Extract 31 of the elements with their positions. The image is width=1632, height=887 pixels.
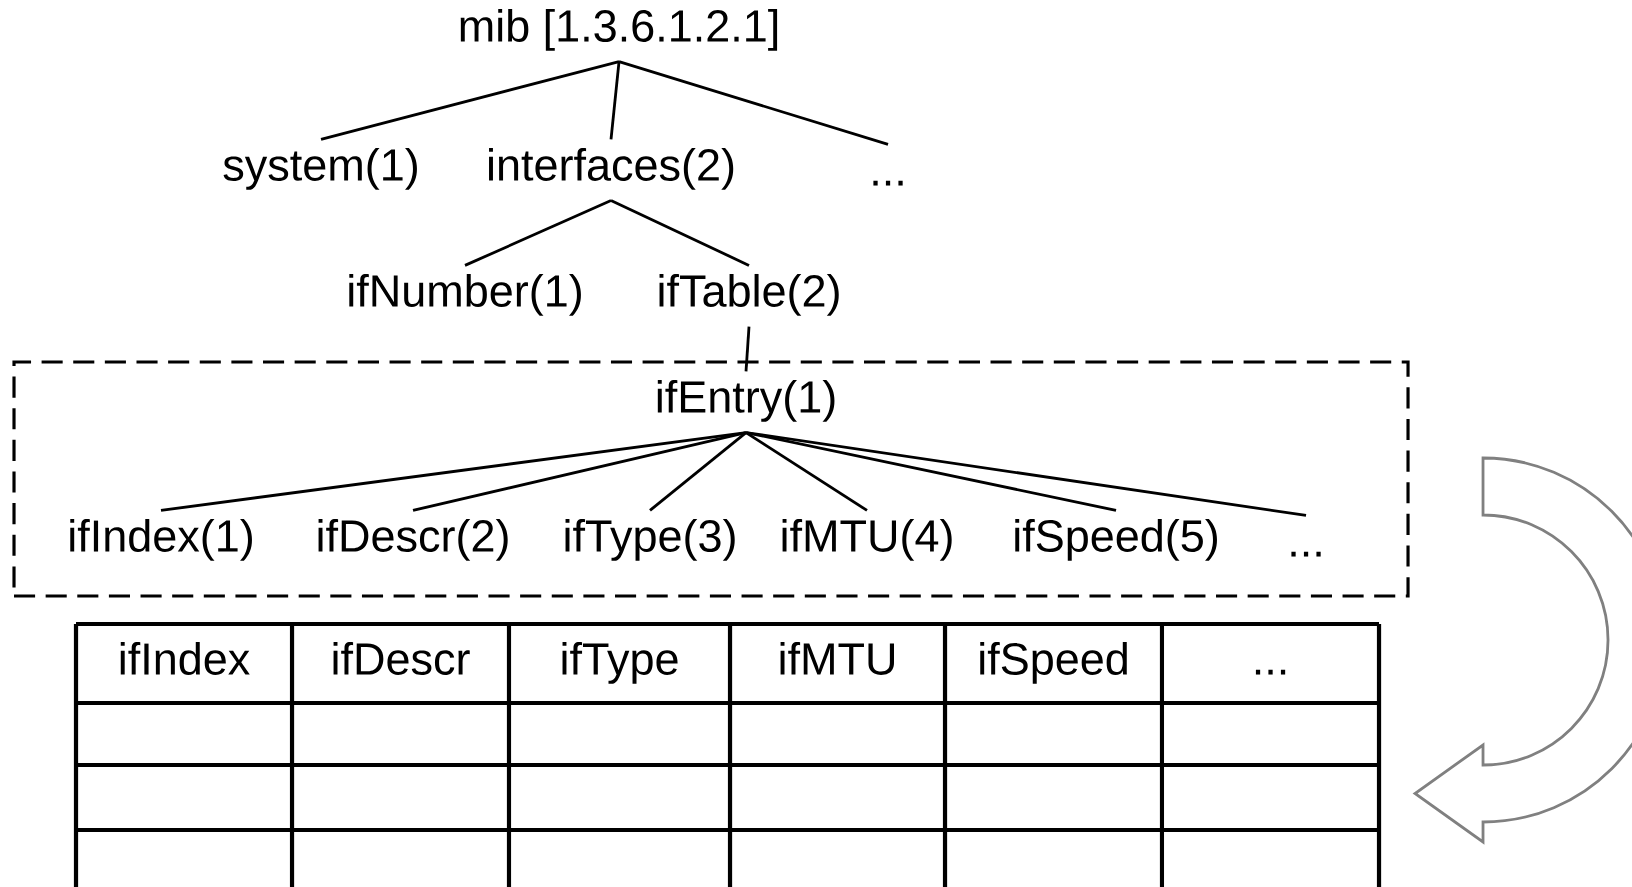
tree-line <box>610 199 750 267</box>
tree-node-label: ifSpeed(5) <box>1015 518 1217 561</box>
tree-node-label: interfaces(2) <box>489 147 734 190</box>
tree-line <box>160 431 747 512</box>
tree-line <box>649 431 747 512</box>
tree-line <box>412 431 747 512</box>
tree-node-label: ifEntry(1) <box>657 379 835 422</box>
table-header-cell: ... <box>1255 669 1286 675</box>
tree-line <box>464 199 612 267</box>
tree-line <box>745 431 868 512</box>
tree-node-label: ifNumber(1) <box>349 273 581 316</box>
tree-line <box>618 60 889 146</box>
tree-node-label: ifDescr(2) <box>318 518 508 561</box>
tree-node-label: ifMTU(4) <box>782 518 952 561</box>
tree-node-label: ifType(3) <box>565 518 735 561</box>
dashed-group-box <box>12 360 1410 598</box>
tree-node-label: ifIndex(1) <box>70 518 252 561</box>
tree-line <box>609 61 621 140</box>
table-header-cell: ifIndex <box>120 641 250 675</box>
tree-node-label: system(1) <box>223 147 417 190</box>
tree-line <box>745 431 1307 517</box>
tree-node-label: mib [1.3.6.1.2.1] <box>460 8 778 51</box>
tree-line <box>320 60 620 141</box>
table-header-cell: ifDescr <box>333 641 470 675</box>
tree-node-label: ifTable(2) <box>659 273 839 316</box>
tree-node-label: ... <box>1291 551 1321 557</box>
table-header-cell: ifSpeed <box>980 641 1127 684</box>
table-header-cell: ifMTU <box>780 641 894 675</box>
tree-line <box>745 431 1117 512</box>
tree-node-label: ... <box>873 180 903 186</box>
table-header-cell: ifType <box>562 641 678 684</box>
